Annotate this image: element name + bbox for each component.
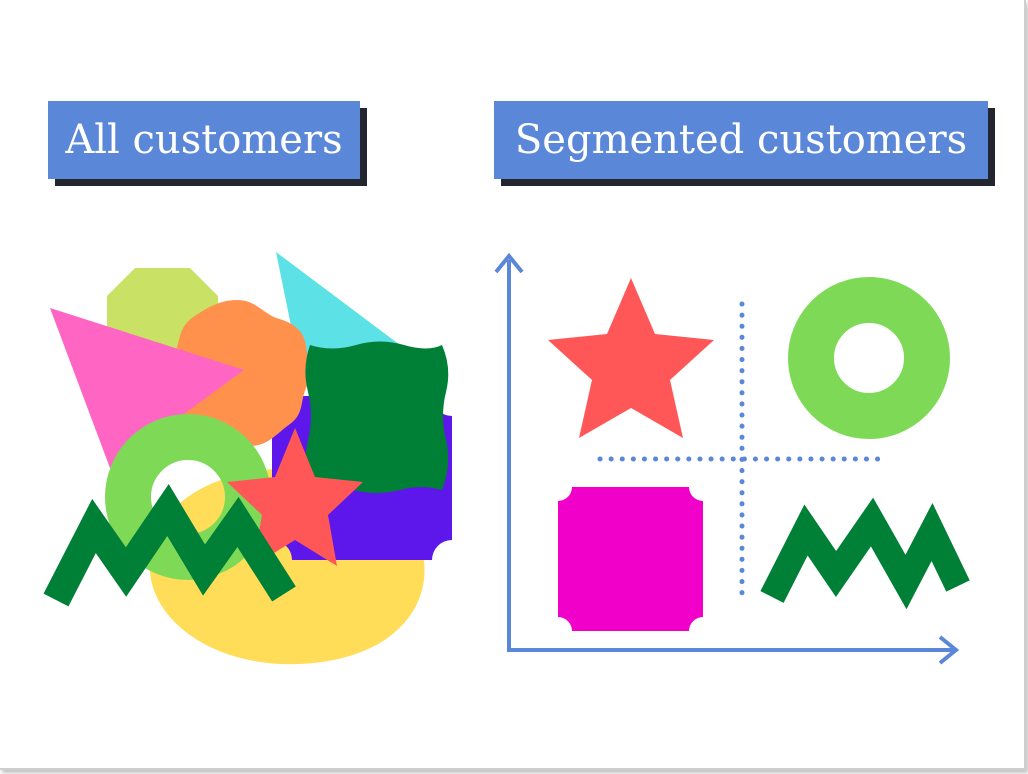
magenta-ticket-icon <box>558 487 703 631</box>
zigzag-icon <box>760 497 970 610</box>
pink-triangle-icon <box>50 308 244 468</box>
red-star-icon <box>548 278 714 438</box>
cyan-triangle-icon <box>276 252 404 370</box>
green-wavy-square-icon <box>305 341 449 493</box>
red-star-icon <box>227 428 363 566</box>
title-segmented-customers: Segmented customers <box>494 101 988 179</box>
green-ring-icon <box>788 277 950 439</box>
mixed-customers-cluster <box>43 252 452 665</box>
orange-scalloped-icon <box>170 300 310 446</box>
x-axis-arrowhead <box>938 635 960 665</box>
y-axis-arrowhead <box>494 252 524 274</box>
zigzag-icon <box>43 483 296 607</box>
title-all-customers: All customers <box>48 101 360 179</box>
segmentation-chart <box>494 252 970 665</box>
